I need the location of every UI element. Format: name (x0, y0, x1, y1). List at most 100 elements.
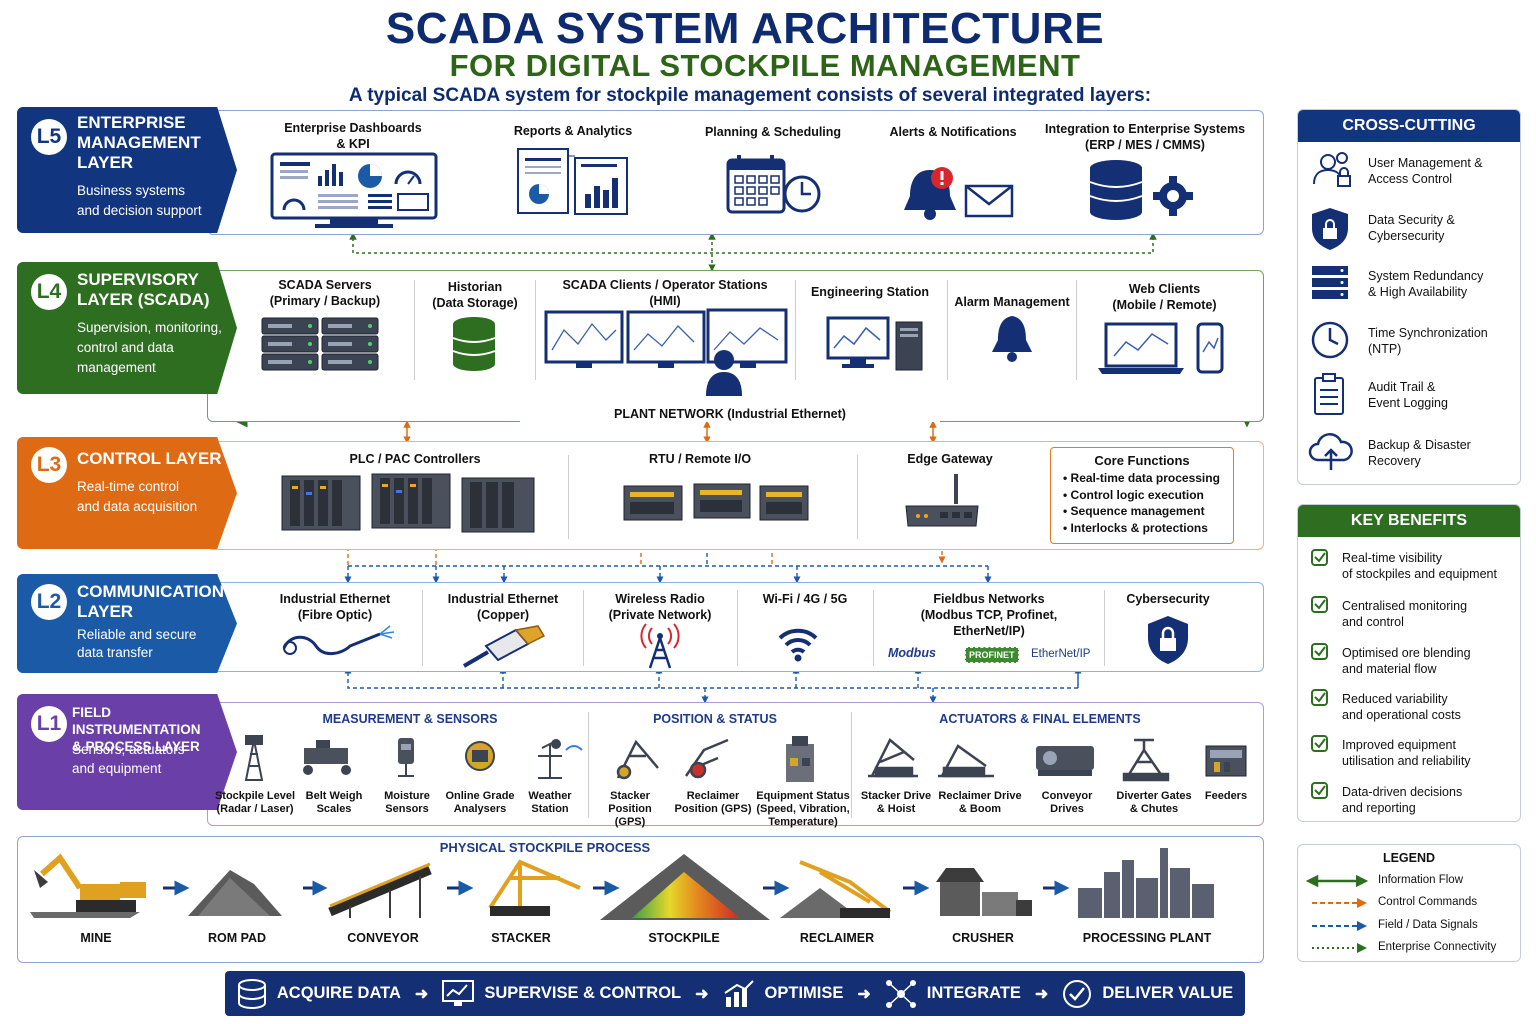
historian-database-icon (452, 317, 496, 371)
l1-description: Sensors, actuators and equipment (72, 742, 185, 776)
l2-item-fieldbus: Fieldbus Networks (Modbus TCP, Profinet,… (920, 592, 1058, 638)
cross-cutting-item: Audit Trail & Event Logging (1368, 380, 1448, 410)
l1-number: L1 (31, 706, 67, 742)
edge-gateway-icon (905, 474, 979, 527)
process-step-label: STACKER (491, 931, 551, 945)
cross-cutting-item: User Management & Access Control (1368, 156, 1483, 186)
cross-cutting-title: CROSS-CUTTING FEATURES (1298, 110, 1520, 166)
benefit-check-icons (1311, 549, 1328, 799)
web-clients-icon (1098, 322, 1224, 374)
l2-number: L2 (31, 584, 67, 620)
l5-badge: L5 ENTERPRISE MANAGEMENT LAYER Business … (17, 107, 237, 233)
radio-tower-icon (640, 623, 680, 669)
value-step: ACQUIRE DATA (276, 984, 401, 1002)
clock-icon (1311, 321, 1349, 359)
engineering-station-icon (826, 316, 923, 371)
process-step-label: STOCKPILE (648, 931, 720, 945)
l1-device-label: Moisture Sensors (384, 790, 430, 815)
core-functions-box: Core Functions Real-time data processing… (1050, 447, 1234, 544)
benefit-item: Reduced variability and operational cost… (1342, 692, 1461, 722)
key-benefits-panel: KEY BENEFITS Real-time visibility of sto… (1297, 504, 1521, 822)
shield-lock-icon (1312, 208, 1348, 250)
network-nodes-icon (885, 979, 916, 1008)
l5-item-reports: Reports & Analytics (513, 124, 633, 138)
process-step-label: PROCESSING PLANT (1082, 931, 1212, 945)
l2-item-cybersecurity: Cybersecurity (1126, 592, 1210, 606)
l1-section-position: POSITION & STATUS (653, 712, 777, 726)
modbus-logo: Modbus (888, 646, 936, 660)
l3-item-rtu: RTU / Remote I/O (648, 452, 752, 466)
l3-item-edge-gateway: Edge Gateway (907, 452, 993, 466)
l2-item-copper: Industrial Ethernet (Copper) (447, 592, 559, 622)
l1-device-label: Stockpile Level (Radar / Laser) (214, 790, 296, 815)
value-chain-bar: ACQUIRE DATA➜ SUPERVISE & CONTROL➜ OPTIM… (225, 971, 1245, 1016)
server-stack-icon (1312, 266, 1348, 299)
ethernet-ip-logo: EtherNet/IP (1031, 648, 1091, 660)
database-gear-icon (1089, 160, 1193, 220)
l1-device-label: Online Grade Analysers (445, 790, 515, 815)
l4-item-scada-servers: SCADA Servers (Primary / Backup) (269, 278, 381, 308)
l5-item-integration: Integration to Enterprise Systems (ERP /… (1044, 122, 1246, 152)
legend-panel: LEGEND Information Flow Control Commands… (1297, 844, 1521, 962)
l5-item-dashboards: Enterprise Dashboards & KPI (284, 121, 422, 151)
l5-item-alerts: Alerts & Notifications (889, 125, 1017, 139)
l2-item-cellular: Wi-Fi / 4G / 5G (762, 592, 848, 606)
operator-stations-icon (544, 308, 788, 396)
cross-cutting-item: Data Security & Cybersecurity (1368, 213, 1455, 243)
clipboard-icon (1314, 373, 1344, 415)
l4-item-historian: Historian (Data Storage) (432, 280, 518, 310)
l1-device-label: Reclaimer Drive & Boom (938, 790, 1022, 815)
process-step-label: MINE (80, 931, 112, 945)
cybersecurity-shield-icon (1148, 616, 1188, 664)
dashboard-monitor-icon (270, 152, 438, 228)
legend-item: Enterprise Connectivity (1378, 941, 1497, 953)
legend-title: LEGEND (1382, 851, 1436, 865)
legend-item: Field / Data Signals (1378, 919, 1478, 931)
l5-description: Business systems and decision support (77, 183, 202, 218)
process-step-label: CRUSHER (952, 931, 1014, 945)
alarm-bell-icon (992, 316, 1032, 362)
l4-number: L4 (31, 274, 67, 310)
process-title: PHYSICAL STOCKPILE PROCESS (439, 840, 651, 855)
core-function-item: Control logic execution (1063, 487, 1233, 504)
users-icon (1313, 152, 1351, 187)
page-subtitle: FOR DIGITAL STOCKPILE MANAGEMENT (449, 48, 1081, 83)
l3-number: L3 (31, 447, 67, 483)
process-step-label: RECLAIMER (799, 931, 875, 945)
l2-panel (207, 582, 1264, 672)
benefit-item: Centralised monitoring and control (1342, 599, 1468, 629)
l1-section-measurement: MEASUREMENT & SENSORS (322, 712, 498, 726)
cloud-backup-icon (1308, 433, 1353, 470)
monitor-chart-icon (442, 979, 475, 1006)
l3-item-plc: PLC / PAC Controllers (349, 452, 481, 466)
l1-device-label: Stacker Position (GPS) (608, 790, 652, 828)
l3-description: Real-time control and data acquisition (77, 479, 198, 514)
growth-chart-icon (723, 979, 754, 1007)
value-step: INTEGRATE (926, 984, 1021, 1002)
l5-item-planning: Planning & Scheduling (704, 125, 842, 139)
l5-number: L5 (31, 119, 67, 155)
value-step: OPTIMISE (764, 984, 844, 1002)
l1-device-label: Belt Weigh Scales (305, 790, 363, 815)
copper-ethernet-icon (462, 625, 546, 668)
l4-item-hmi: SCADA Clients / Operator Stations (HMI) (562, 278, 768, 308)
l2-title: COMMUNICATION LAYER (77, 582, 224, 621)
l2-description: Reliable and secure data transfer (77, 627, 197, 660)
plant-network-label: PLANT NETWORK (Industrial Ethernet) (520, 406, 940, 422)
key-benefits-title: KEY BENEFITS (1298, 505, 1520, 537)
l3-badge: L3 CONTROL LAYER Real-time control and d… (17, 437, 237, 549)
l4-description: Supervision, monitoring, control and dat… (77, 320, 222, 375)
l1-device-label: Diverter Gates & Chutes (1116, 790, 1192, 815)
l1-section-actuators: ACTUATORS & FINAL ELEMENTS (939, 712, 1141, 726)
field-devices-icon-row (244, 735, 1247, 782)
core-functions-title: Core Functions (1094, 453, 1190, 468)
l1-device-label: Conveyor Drives (1041, 790, 1093, 815)
fibre-optic-icon (282, 625, 395, 655)
core-function-item: Sequence management (1063, 503, 1233, 520)
l4-title: SUPERVISORY LAYER (SCADA) (77, 270, 210, 309)
cross-cutting-item: System Redundancy & High Availability (1368, 269, 1484, 299)
l1-badge: L1 FIELD INSTRUMENTATION & PROCESS LAYER… (17, 694, 237, 810)
l4-badge: L4 SUPERVISORY LAYER (SCADA) Supervision… (17, 262, 237, 394)
l1-device-label: Stacker Drive & Hoist (860, 790, 932, 815)
